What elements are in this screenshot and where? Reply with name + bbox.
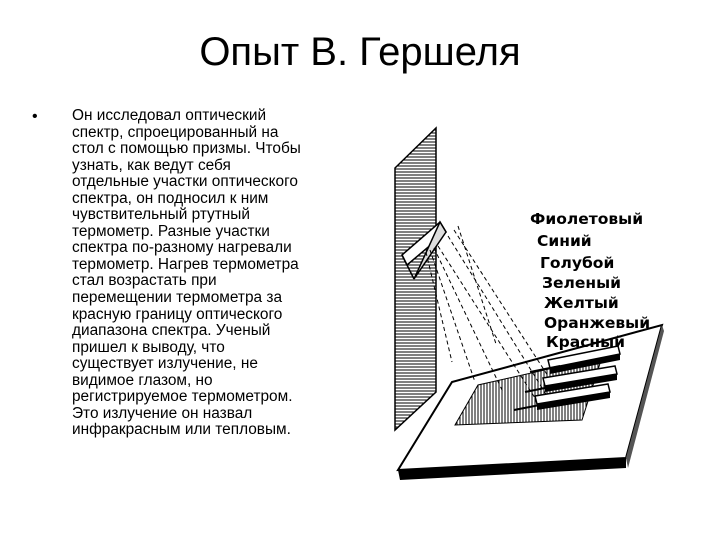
spectrum-label-yellow: Желтый	[544, 294, 619, 312]
spectrum-label-green: Зеленый	[542, 274, 621, 292]
spectrum-label-orange: Оранжевый	[544, 314, 650, 332]
slit-screen	[394, 126, 437, 432]
thermometer-3	[513, 383, 611, 411]
herschel-experiment-illustration: Фиолетовый Синий Голубой Зеленый Желтый …	[394, 126, 664, 480]
light-rays	[425, 225, 553, 405]
table-edge	[398, 458, 626, 480]
bullet-marker: •	[32, 108, 38, 125]
table-side	[626, 325, 664, 468]
spectrum-label-light-blue: Голубой	[540, 254, 614, 272]
spectrum-label-violet: Фиолетовый	[530, 210, 643, 228]
thermometer-2	[524, 365, 618, 393]
spectrum-label-blue: Синий	[537, 232, 592, 250]
slide-title: Опыт В. Гершеля	[199, 30, 521, 74]
thermometer-1	[529, 345, 621, 374]
spectrum-label-red: Красный	[546, 333, 625, 351]
bullet-text: Он исследовал оптический спектр, спроеци…	[72, 107, 301, 439]
